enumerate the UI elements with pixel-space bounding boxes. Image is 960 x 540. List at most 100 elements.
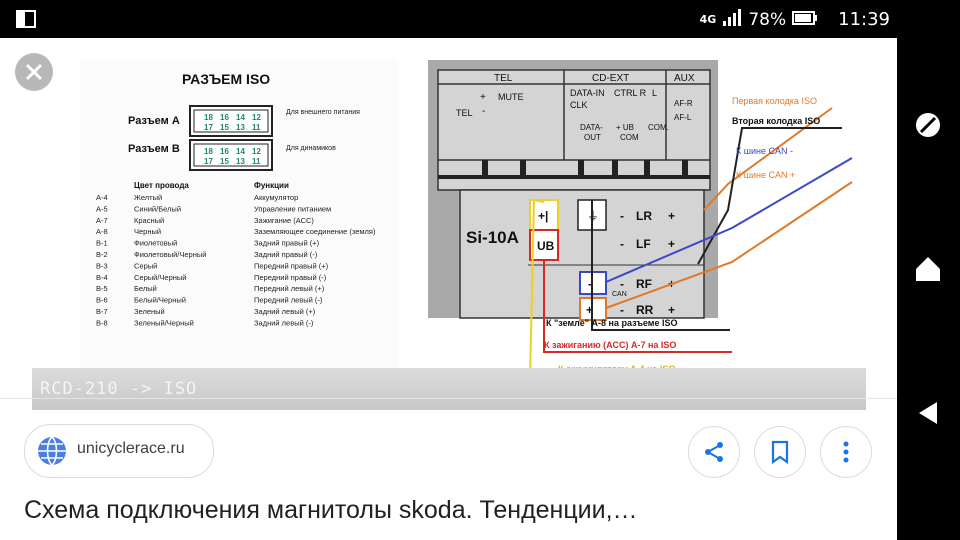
back-icon[interactable] xyxy=(913,398,943,428)
iso-row-pin: В-5 xyxy=(96,284,108,293)
iso-row-func: Передний правый (+) xyxy=(254,261,329,270)
label-ground: К "земле" А-8 на разъеме ISO xyxy=(546,318,677,328)
svg-text:UB: UB xyxy=(537,239,555,253)
svg-text:+: + xyxy=(480,92,486,103)
iso-row-func: Аккумулятор xyxy=(254,193,298,202)
iso-row-func: Задний левый (-) xyxy=(254,318,314,327)
iso-row-pin: В-4 xyxy=(96,273,108,282)
iso-row-color: Серый/Черный xyxy=(134,273,187,282)
globe-icon xyxy=(37,436,67,466)
svg-text:16: 16 xyxy=(220,113,229,122)
iso-connector-b: 18 16 14 12 17 15 13 11 xyxy=(189,139,273,171)
iso-row-func: Заземляющее соединение (земля) xyxy=(254,227,376,236)
share-button[interactable] xyxy=(688,426,740,478)
navigation-bar xyxy=(897,38,960,540)
svg-text:14: 14 xyxy=(236,147,245,156)
iso-row-func: Зажигание (АСС) xyxy=(254,216,314,225)
battery-percent: 78% xyxy=(748,9,787,30)
svg-text:13: 13 xyxy=(236,157,245,166)
more-vert-icon xyxy=(843,441,849,463)
iso-row-color: Синий/Белый xyxy=(134,204,181,213)
iso-col-wire: Цвет провода xyxy=(134,181,189,190)
svg-text:18: 18 xyxy=(204,113,213,122)
label-can-minus: К шине CAN - xyxy=(736,146,793,156)
close-icon xyxy=(25,63,43,81)
bookmark-button[interactable] xyxy=(754,426,806,478)
svg-text:RF: RF xyxy=(636,277,652,291)
image-viewer: РАЗЪЕМ ISO Разъем А Разъем В 18 16 14 12… xyxy=(0,38,897,540)
iso-row-pin: А-5 xyxy=(96,204,108,213)
preview-image[interactable]: РАЗЪЕМ ISO Разъем А Разъем В 18 16 14 12… xyxy=(32,50,866,410)
svg-text:-: - xyxy=(620,303,624,317)
svg-text:+: + xyxy=(668,209,675,223)
source-link[interactable]: unicyclerace.ru xyxy=(24,424,214,478)
svg-text:-: - xyxy=(588,277,592,291)
share-icon xyxy=(705,442,723,462)
close-button[interactable] xyxy=(15,53,53,91)
svg-text:AF-R: AF-R xyxy=(674,99,693,108)
head-unit-model: Si-10A xyxy=(466,228,519,247)
svg-text:-: - xyxy=(482,106,485,117)
svg-text:DATA-: DATA- xyxy=(580,123,603,132)
svg-text:11: 11 xyxy=(252,123,261,132)
svg-text:12: 12 xyxy=(252,147,261,156)
image-caption-strip: RCD-210 -> ISO xyxy=(32,368,866,410)
svg-text:11: 11 xyxy=(252,157,261,166)
svg-text:+|: +| xyxy=(538,209,548,223)
svg-text:AUX: AUX xyxy=(674,73,695,84)
more-options-button[interactable] xyxy=(820,426,872,478)
svg-text:+: + xyxy=(668,303,675,317)
iso-row-pin: А-8 xyxy=(96,227,108,236)
recents-icon[interactable] xyxy=(913,110,943,140)
svg-text:12: 12 xyxy=(252,113,261,122)
iso-row-color: Красный xyxy=(134,216,164,225)
divider xyxy=(0,398,897,399)
svg-text:14: 14 xyxy=(236,113,245,122)
svg-text:L: L xyxy=(652,88,657,98)
iso-row-color: Белый xyxy=(134,284,157,293)
svg-text:+: + xyxy=(586,303,593,317)
svg-text:CLK: CLK xyxy=(570,100,588,110)
label-can-plus: К шине CAN + xyxy=(736,170,795,180)
iso-row-pin: В-3 xyxy=(96,261,108,270)
home-icon[interactable] xyxy=(913,254,943,284)
iso-row-color: Зеленый xyxy=(134,307,165,316)
iso-row-pin: А-7 xyxy=(96,216,108,225)
screen-mirror-icon xyxy=(16,9,36,29)
label-first-block: Первая колодка ISO xyxy=(732,96,817,106)
iso-row-func: Задний левый (+) xyxy=(254,307,316,316)
svg-text:CTRL R: CTRL R xyxy=(614,88,647,98)
svg-text:-: - xyxy=(620,237,624,251)
iso-row-func: Управление питанием xyxy=(254,204,331,213)
svg-text:OUT: OUT xyxy=(584,133,601,142)
svg-text:CAN: CAN xyxy=(612,291,627,298)
svg-text:16: 16 xyxy=(220,147,229,156)
svg-text:LR: LR xyxy=(636,209,652,223)
svg-text:-: - xyxy=(620,277,624,291)
signal-icon xyxy=(722,8,742,31)
status-bar: 4G 78% 11:39 xyxy=(0,0,960,38)
image-caption: RCD-210 -> ISO xyxy=(40,379,198,399)
svg-text:COM: COM xyxy=(620,133,639,142)
iso-row-func: Передний правый (-) xyxy=(254,273,327,282)
svg-text:AF-L: AF-L xyxy=(674,113,692,122)
iso-row-func: Задний правый (+) xyxy=(254,239,320,248)
svg-text:RR: RR xyxy=(636,303,654,317)
iso-row-pin: А-4 xyxy=(96,193,108,202)
iso-row-pin: В-1 xyxy=(96,239,108,248)
svg-text:⏚: ⏚ xyxy=(587,209,599,223)
iso-row-b-label: Разъем В xyxy=(128,143,180,155)
iso-row-pin: В-8 xyxy=(96,318,108,327)
iso-row-a-label: Разъем А xyxy=(128,115,180,127)
iso-row-func: Передний левый (+) xyxy=(254,284,325,293)
iso-note-b: Для динамиков xyxy=(286,145,336,152)
iso-note-a: Для внешнего питания xyxy=(286,109,360,116)
svg-text:COM.: COM. xyxy=(648,123,669,132)
label-ignition: К зажиганию (АСС) А-7 на ISO xyxy=(544,340,676,350)
iso-row-color: Зеленый/Черный xyxy=(134,318,194,327)
battery-icon xyxy=(792,10,818,30)
iso-row-func: Задний правый (-) xyxy=(254,250,318,259)
svg-text:17: 17 xyxy=(204,157,213,166)
result-title[interactable]: Схема подключения магнитолы skoda. Тенде… xyxy=(24,496,638,524)
